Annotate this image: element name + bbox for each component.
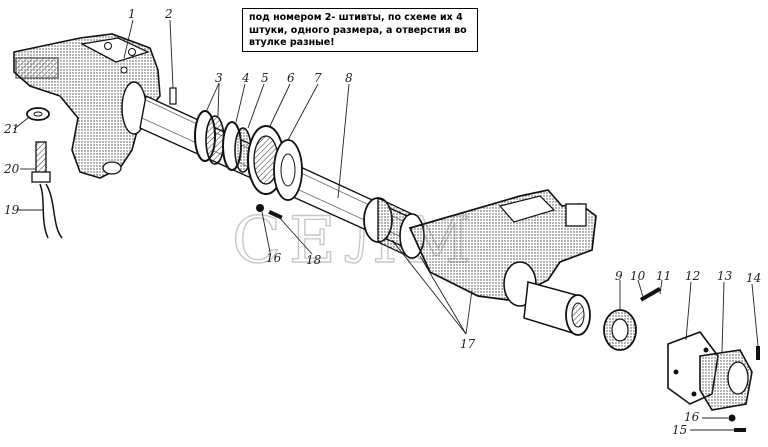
callout-20: 20 <box>3 162 20 176</box>
callout-3: 3 <box>215 71 223 85</box>
leader-lines <box>13 19 759 431</box>
callout-18: 18 <box>306 253 322 267</box>
callout-19: 19 <box>4 203 20 217</box>
annotation-note: под номером 2- штивты, по схеме их 4 шту… <box>242 8 478 52</box>
small-bolts-right <box>728 346 760 432</box>
callout-1: 1 <box>128 7 136 21</box>
bolt-20 <box>31 141 51 183</box>
callout-16-right: 16 <box>684 410 700 424</box>
bearing-assembly <box>247 125 303 201</box>
cap-13 <box>699 349 753 411</box>
callout-16-left: 16 <box>266 251 282 265</box>
callout-8: 8 <box>345 71 353 85</box>
callout-21: 21 <box>3 122 19 136</box>
callout-12: 12 <box>685 269 700 283</box>
callout-7: 7 <box>314 71 322 85</box>
washer-21 <box>26 107 50 121</box>
nut-9 <box>603 309 637 351</box>
cable-19 <box>39 183 63 239</box>
bolt-11 <box>640 286 662 302</box>
right-tube <box>523 281 591 336</box>
pin-2 <box>169 87 177 105</box>
callout-5: 5 <box>261 71 269 85</box>
callout-14: 14 <box>746 271 761 285</box>
callout-4: 4 <box>241 71 250 85</box>
callout-10: 10 <box>630 269 646 283</box>
callout-9: 9 <box>615 269 623 283</box>
callout-13: 13 <box>717 269 733 283</box>
callout-2: 2 <box>164 7 173 21</box>
callout-15: 15 <box>672 423 687 437</box>
callout-11: 11 <box>656 269 671 283</box>
callout-17: 17 <box>460 337 476 351</box>
callout-6: 6 <box>287 71 295 85</box>
left-housing <box>13 33 161 179</box>
